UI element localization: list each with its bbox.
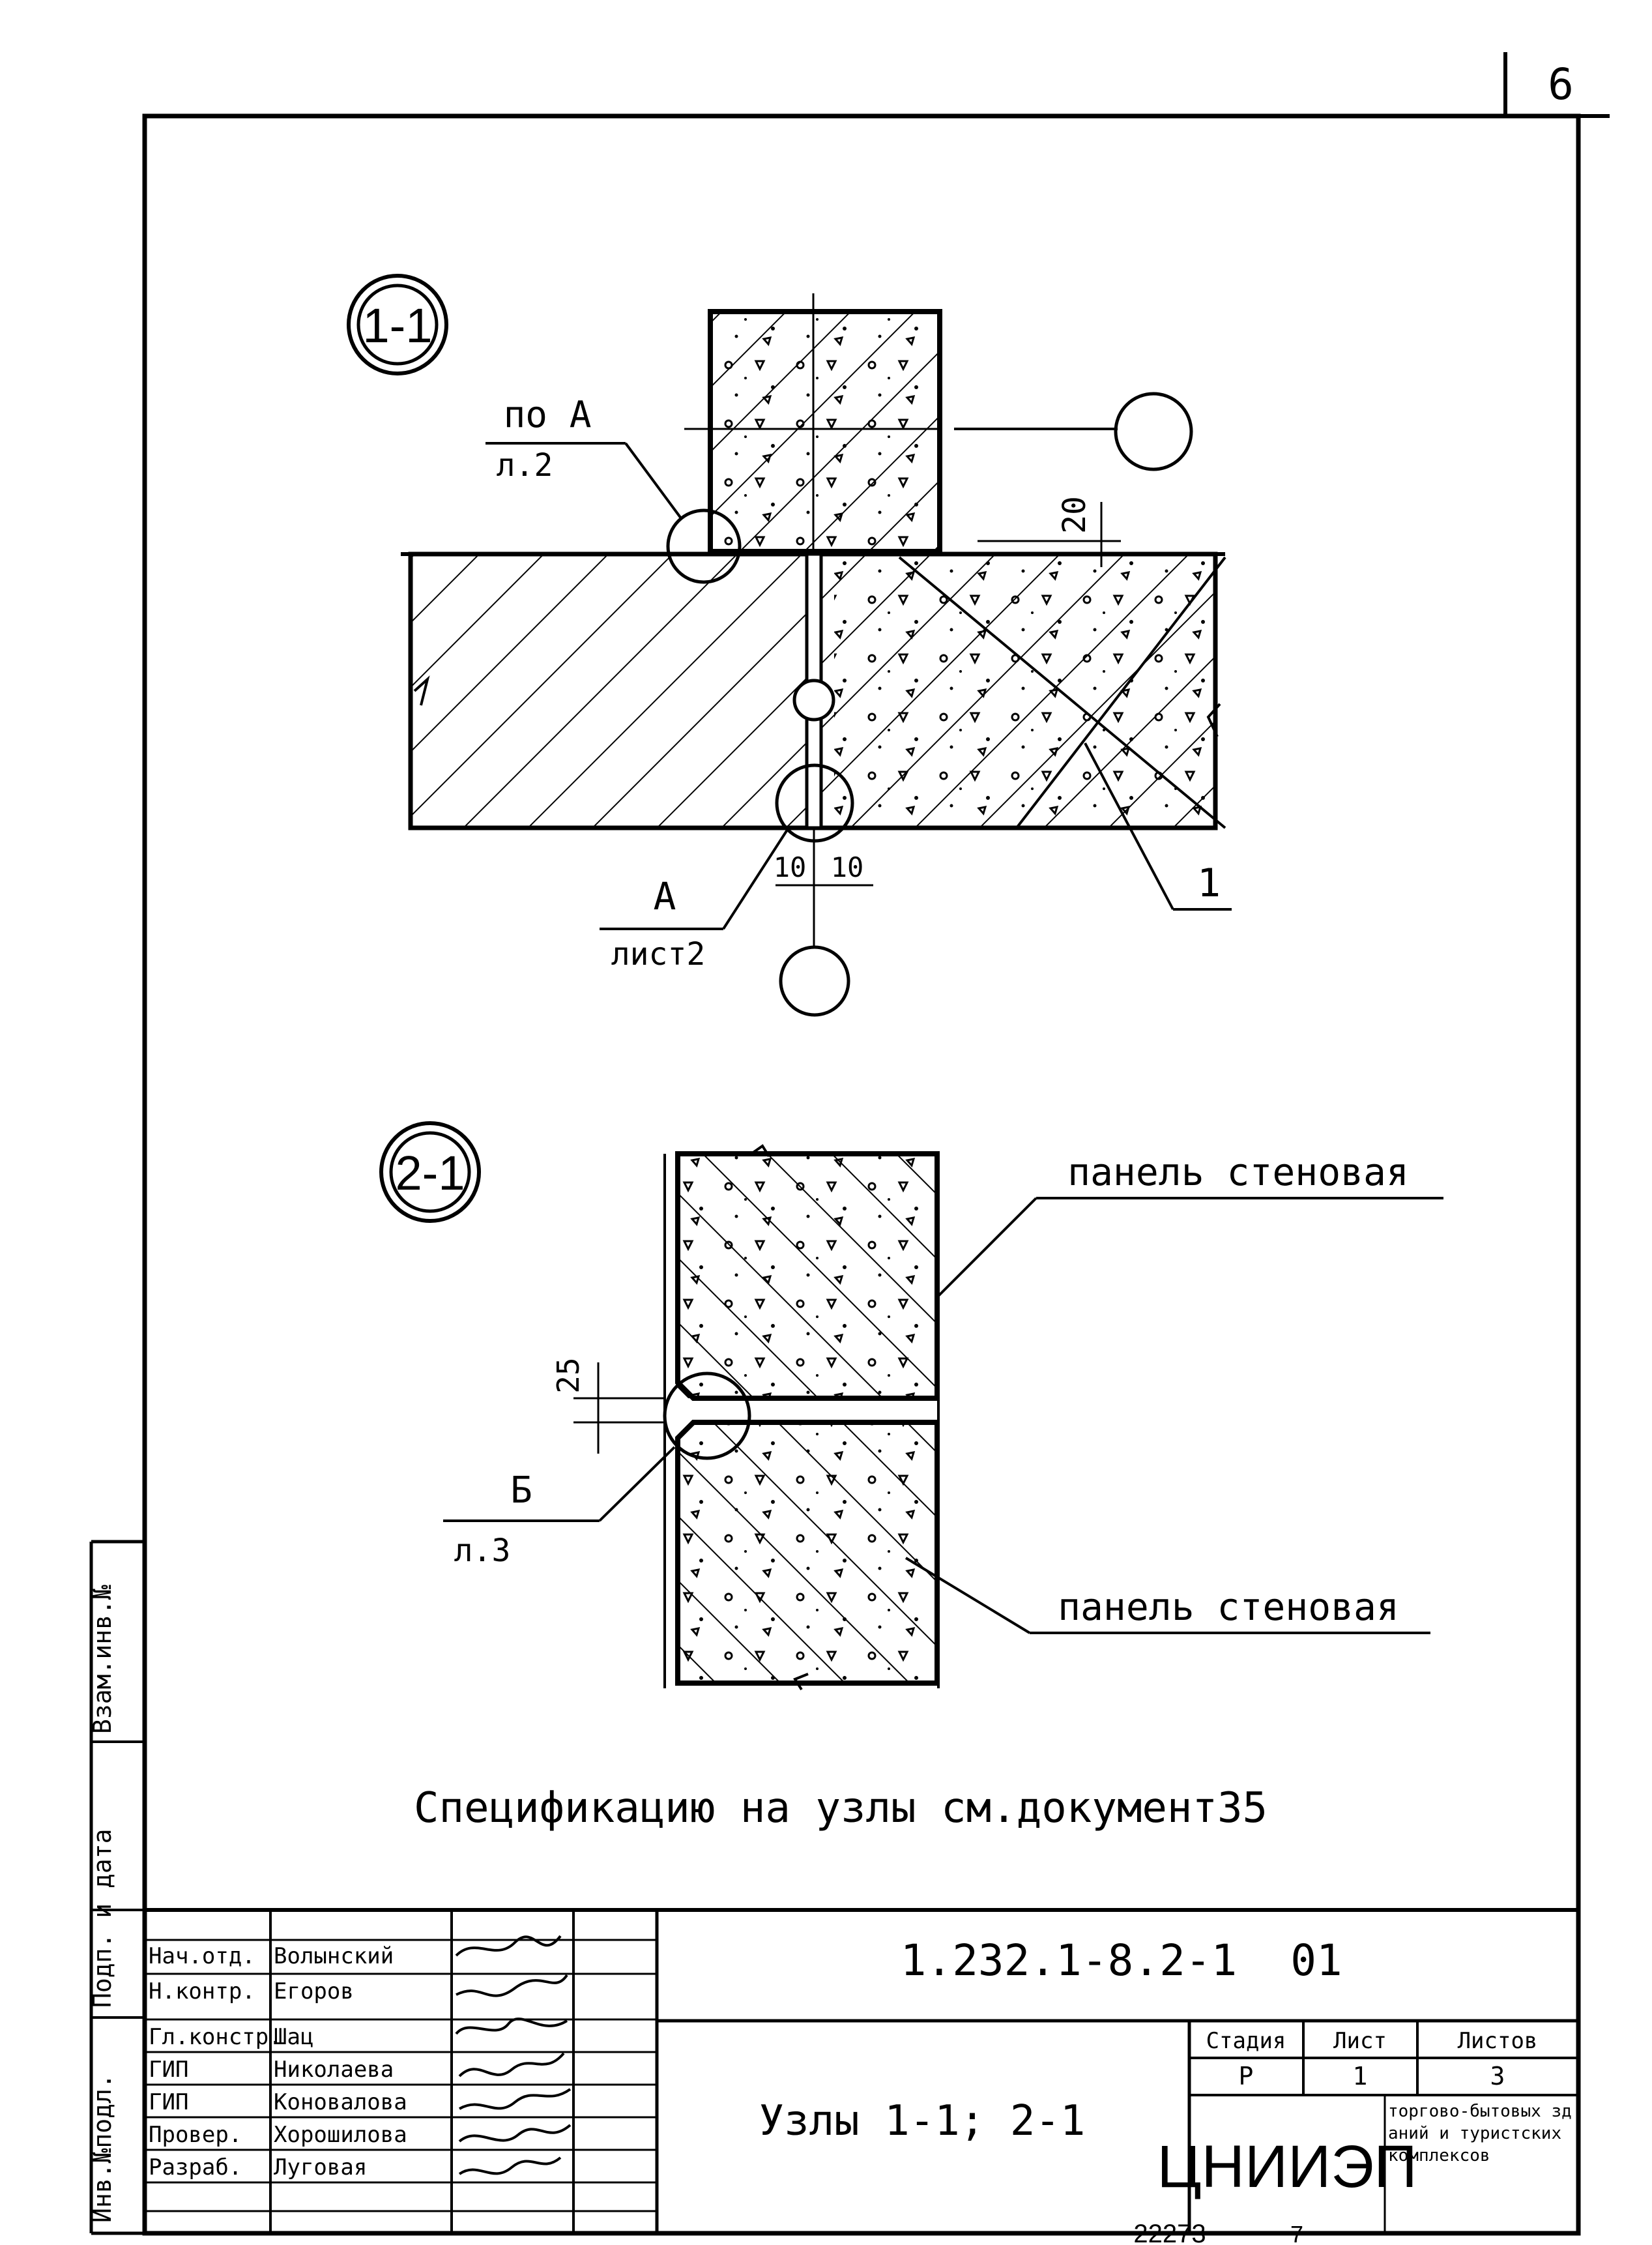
page-number: 6 [1548, 59, 1574, 110]
callout-1-leader [1084, 742, 1174, 910]
sheets-header: Листов [1458, 2028, 1538, 2054]
archive-number: 22273 [1133, 2220, 1206, 2245]
break-mark-right [1206, 703, 1221, 737]
stage-header: Стадия [1206, 2028, 1286, 2054]
sig-name-1: Егоров [274, 1978, 354, 2004]
doc-suffix: 01 [1290, 1935, 1342, 1986]
node-2-1: 2-1 25 Б л.3 панель стеновая панель стен… [379, 1121, 1443, 1691]
sheet-header: Лист [1333, 2028, 1387, 2054]
panel-top-leader [936, 1197, 1037, 1299]
panel-bottom-label: панель стеновая [1058, 1585, 1399, 1629]
callout-circle-bottom [779, 945, 850, 1017]
sig-role-0: Нач.отд. [149, 1943, 255, 1969]
sig-name-5: Хорошилова [274, 2122, 407, 2148]
detail-circle-po-a [666, 508, 742, 584]
sig-role-4: ГИП [149, 2089, 188, 2115]
sheet-value: 1 [1353, 2062, 1368, 2091]
sig-name-4: Коновалова [274, 2089, 407, 2115]
dim-20-text: 20 [1056, 496, 1093, 534]
panel-bottom-leader [905, 1557, 1031, 1634]
panel-top-label: панель стеновая [1067, 1150, 1409, 1194]
slab-cross-line-2 [1015, 556, 1226, 829]
ref-po-a-text: по А [504, 394, 592, 436]
slab-cross-line-1 [898, 556, 1226, 829]
break-mark-left [413, 675, 430, 706]
sig-name-3: Николаева [274, 2057, 394, 2083]
upper-panel [675, 1151, 940, 1401]
column-block [708, 309, 942, 554]
ref-leader-po-a [624, 442, 682, 520]
ref-b-sheet: л.3 [454, 1533, 511, 1569]
handwritten-signatures [455, 1935, 572, 2175]
callout-1-text: 1 [1197, 860, 1221, 906]
doc-code: 1.232.1-8.2-1 [901, 1935, 1238, 1986]
node-1-1-label: 1-1 [363, 299, 433, 353]
bottom-small-number: 7 [1290, 2221, 1303, 2245]
sig-role-5: Провер. [149, 2122, 242, 2148]
drawing-title: Узлы 1-1; 2-1 [759, 2097, 1086, 2145]
node-2-1-label: 2-1 [396, 1146, 465, 1200]
stamp-sign-date: Подп. и дата [88, 1828, 117, 2008]
org-desc: торгово-бытовых зданий и туристских комп… [1388, 2102, 1572, 2165]
sig-name-2: Шац [274, 2024, 313, 2050]
stamp-vzam-inv: Взам.инв.№ [88, 1585, 117, 1734]
callout-circle-top [1114, 392, 1193, 471]
sig-name-0: Волынский [274, 1943, 394, 1969]
ref-leader-a [722, 827, 790, 930]
sig-role-6: Разраб. [149, 2154, 242, 2180]
ref-leader-b [598, 1446, 676, 1522]
node-1-1: 1-1 по А л.2 20 А [347, 274, 1232, 1017]
sig-role-3: ГИП [149, 2057, 188, 2083]
spec-note: Спецификацию на узлы см.документ35 [414, 1784, 1268, 1832]
lower-panel [675, 1420, 940, 1686]
joint-key [792, 679, 835, 722]
sig-role-2: Гл.констр. [149, 2024, 282, 2050]
org-desc-box: торгово-бытовых зданий и туристских комп… [1388, 2102, 1572, 2165]
org-name: ЦНИИЭП [1157, 2134, 1417, 2200]
dim-10-left: 10 [774, 851, 807, 883]
title-block: Нач.отд. Волынский Н.контр. Егоров Гл.ко… [143, 1908, 1580, 2235]
sheets-value: 3 [1490, 2062, 1505, 2091]
stamp-inv-podl: Инв.№подл. [88, 2074, 117, 2223]
ref-a-sheet: лист2 [611, 936, 706, 973]
ref-b-text: Б [510, 1469, 532, 1512]
detail-circle-b [663, 1372, 751, 1460]
side-stamp: Инв.№подл. Подп. и дата Взам.инв.№ [88, 1540, 145, 2235]
ref-a-text: А [654, 874, 676, 918]
sig-role-1: Н.контр. [149, 1978, 255, 2004]
ref-po-a-sheet: л.2 [497, 447, 553, 484]
dim-25-text: 25 [551, 1357, 586, 1393]
dim-10-right: 10 [831, 851, 864, 883]
slab-concrete-right [834, 554, 1215, 828]
sig-name-6: Луговая [274, 2154, 367, 2180]
stage-value: Р [1239, 2062, 1254, 2091]
